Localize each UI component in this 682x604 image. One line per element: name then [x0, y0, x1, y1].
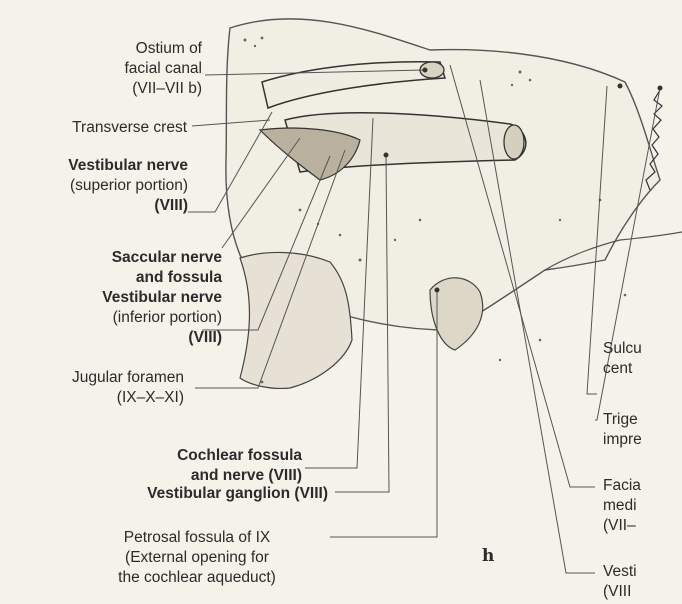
label-line: Saccular nerve	[102, 248, 222, 268]
label-line: Vestibular nerve	[68, 156, 188, 176]
label-line: Sulcu	[603, 339, 642, 359]
label-line: Jugular foramen	[72, 368, 184, 388]
label-line: the cochlear aqueduct)	[62, 568, 332, 588]
label-line: Ostium of	[124, 39, 202, 59]
label-line: Vestibular ganglion (VIII)	[147, 484, 328, 504]
label-vestibular-nerve-superior: Vestibular nerve (superior portion) (VII…	[68, 156, 188, 216]
label-line: (External opening for	[62, 548, 332, 568]
label-trigeminal-cropped: Trige impre	[603, 410, 642, 450]
label-line: Cochlear fossula	[177, 446, 302, 466]
label-vestibular-ganglion: Vestibular ganglion (VIII)	[147, 484, 328, 504]
label-line: (VII–VII b)	[124, 79, 202, 99]
label-facial-medial-cropped: Facia medi (VII–	[603, 476, 641, 536]
label-line: Petrosal fossula of IX	[62, 528, 332, 548]
label-saccular-and-vestibular-inferior: Saccular nerve and fossula Vestibular ne…	[102, 248, 222, 348]
label-line: (VIII)	[102, 328, 222, 348]
label-line: and fossula	[102, 268, 222, 288]
label-transverse-crest: Transverse crest	[72, 118, 187, 138]
label-line: cent	[603, 359, 642, 379]
label-line: and nerve (VIII)	[177, 466, 302, 486]
label-line: (inferior portion)	[102, 308, 222, 328]
label-line: Facia	[603, 476, 641, 496]
label-ostium-facial-canal: Ostium of facial canal (VII–VII b)	[124, 39, 202, 99]
label-line: medi	[603, 496, 641, 516]
label-cochlear-fossula: Cochlear fossula and nerve (VIII)	[177, 446, 302, 486]
label-vestibular-cropped: Vesti (VIII	[603, 562, 637, 602]
label-line: (IX–X–XI)	[72, 388, 184, 408]
label-line: (VII–	[603, 516, 641, 536]
label-line: facial canal	[124, 59, 202, 79]
label-line: Vestibular nerve	[102, 288, 222, 308]
label-line: Vesti	[603, 562, 637, 582]
jugular-foramen-region	[240, 252, 352, 388]
label-line: (VIII	[603, 582, 637, 602]
label-jugular-foramen: Jugular foramen (IX–X–XI)	[72, 368, 184, 408]
label-line: impre	[603, 430, 642, 450]
label-sulcus-cropped: Sulcu cent	[603, 339, 642, 379]
panel-letter: h	[482, 546, 494, 566]
label-line: (VIII)	[68, 196, 188, 216]
label-line: (superior portion)	[68, 176, 188, 196]
cochlear-opening	[504, 125, 524, 159]
label-line: Transverse crest	[72, 118, 187, 138]
label-line: Trige	[603, 410, 642, 430]
label-petrosal-fossula: Petrosal fossula of IX (External opening…	[62, 528, 332, 588]
